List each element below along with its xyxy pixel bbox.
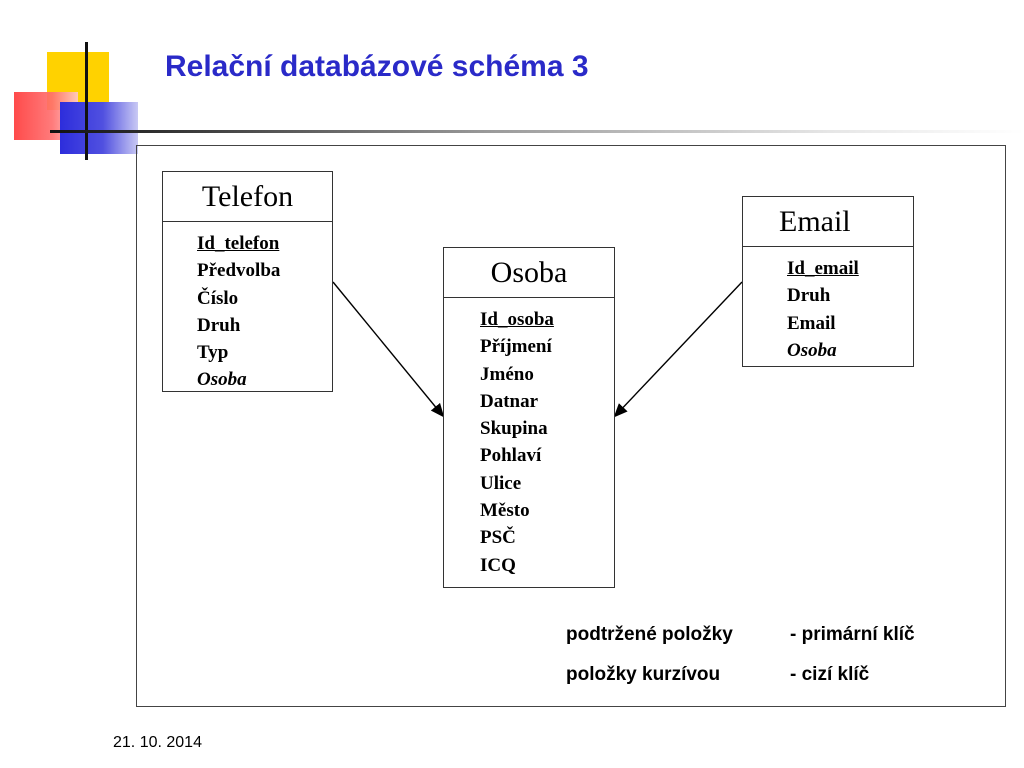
- legend-foreign-key: položky kurzívou - cizí klíč: [566, 664, 869, 686]
- entity-email-name: Email: [743, 197, 913, 247]
- entity-osoba-name: Osoba: [444, 248, 614, 298]
- title-underline: [50, 130, 1024, 133]
- attribute-id-email: Id_email: [787, 258, 859, 279]
- entity-telefon: Telefon Id_telefon Předvolba Číslo Druh …: [162, 171, 333, 392]
- legend-pk-meaning: - primární klíč: [790, 624, 915, 645]
- entity-telefon-name: Telefon: [163, 172, 332, 222]
- entity-osoba-attributes: Id_osoba Příjmení Jméno Datnar Skupina P…: [444, 298, 614, 579]
- attribute-osoba-fk: Osoba: [197, 369, 247, 391]
- entity-telefon-attributes: Id_telefon Předvolba Číslo Druh Typ Osob…: [163, 222, 332, 394]
- attribute-id-osoba: Id_osoba: [480, 309, 554, 330]
- attribute-skupina: Skupina: [480, 418, 548, 440]
- attribute-icq: ICQ: [480, 554, 516, 576]
- attribute-id-telefon: Id_telefon: [197, 233, 280, 254]
- attribute-pohlavi: Pohlaví: [480, 445, 542, 467]
- legend-fk-term: položky kurzívou: [566, 664, 721, 685]
- legend-fk-meaning: - cizí klíč: [790, 664, 870, 685]
- attribute-predvolba: Předvolba: [197, 260, 281, 282]
- attribute-prijmeni: Příjmení: [480, 336, 552, 358]
- attribute-druh: Druh: [197, 314, 241, 336]
- entity-email: Email Id_email Druh Email Osoba: [742, 196, 914, 367]
- diagram-frame: [136, 145, 1006, 707]
- attribute-jmeno: Jméno: [480, 363, 534, 385]
- entity-osoba: Osoba Id_osoba Příjmení Jméno Datnar Sku…: [443, 247, 615, 588]
- attribute-mesto: Město: [480, 500, 530, 522]
- attribute-email: Email: [787, 312, 836, 334]
- attribute-typ: Typ: [197, 342, 229, 364]
- attribute-osoba-fk: Osoba: [787, 339, 837, 361]
- logo-vertical-line: [85, 42, 88, 160]
- attribute-druh: Druh: [787, 285, 831, 307]
- attribute-ulice: Ulice: [480, 472, 522, 494]
- page-title: Relační databázové schéma 3: [165, 50, 589, 83]
- attribute-cislo: Číslo: [197, 287, 239, 309]
- footer-date: 21. 10. 2014: [113, 734, 202, 751]
- attribute-psc: PSČ: [480, 527, 516, 549]
- logo-blue-square: [60, 102, 138, 154]
- legend-pk-term: podtržené položky: [566, 624, 733, 645]
- legend-primary-key: podtržené položky - primární klíč: [566, 624, 915, 646]
- entity-email-attributes: Id_email Druh Email Osoba: [743, 247, 913, 364]
- attribute-datnar: Datnar: [480, 390, 539, 412]
